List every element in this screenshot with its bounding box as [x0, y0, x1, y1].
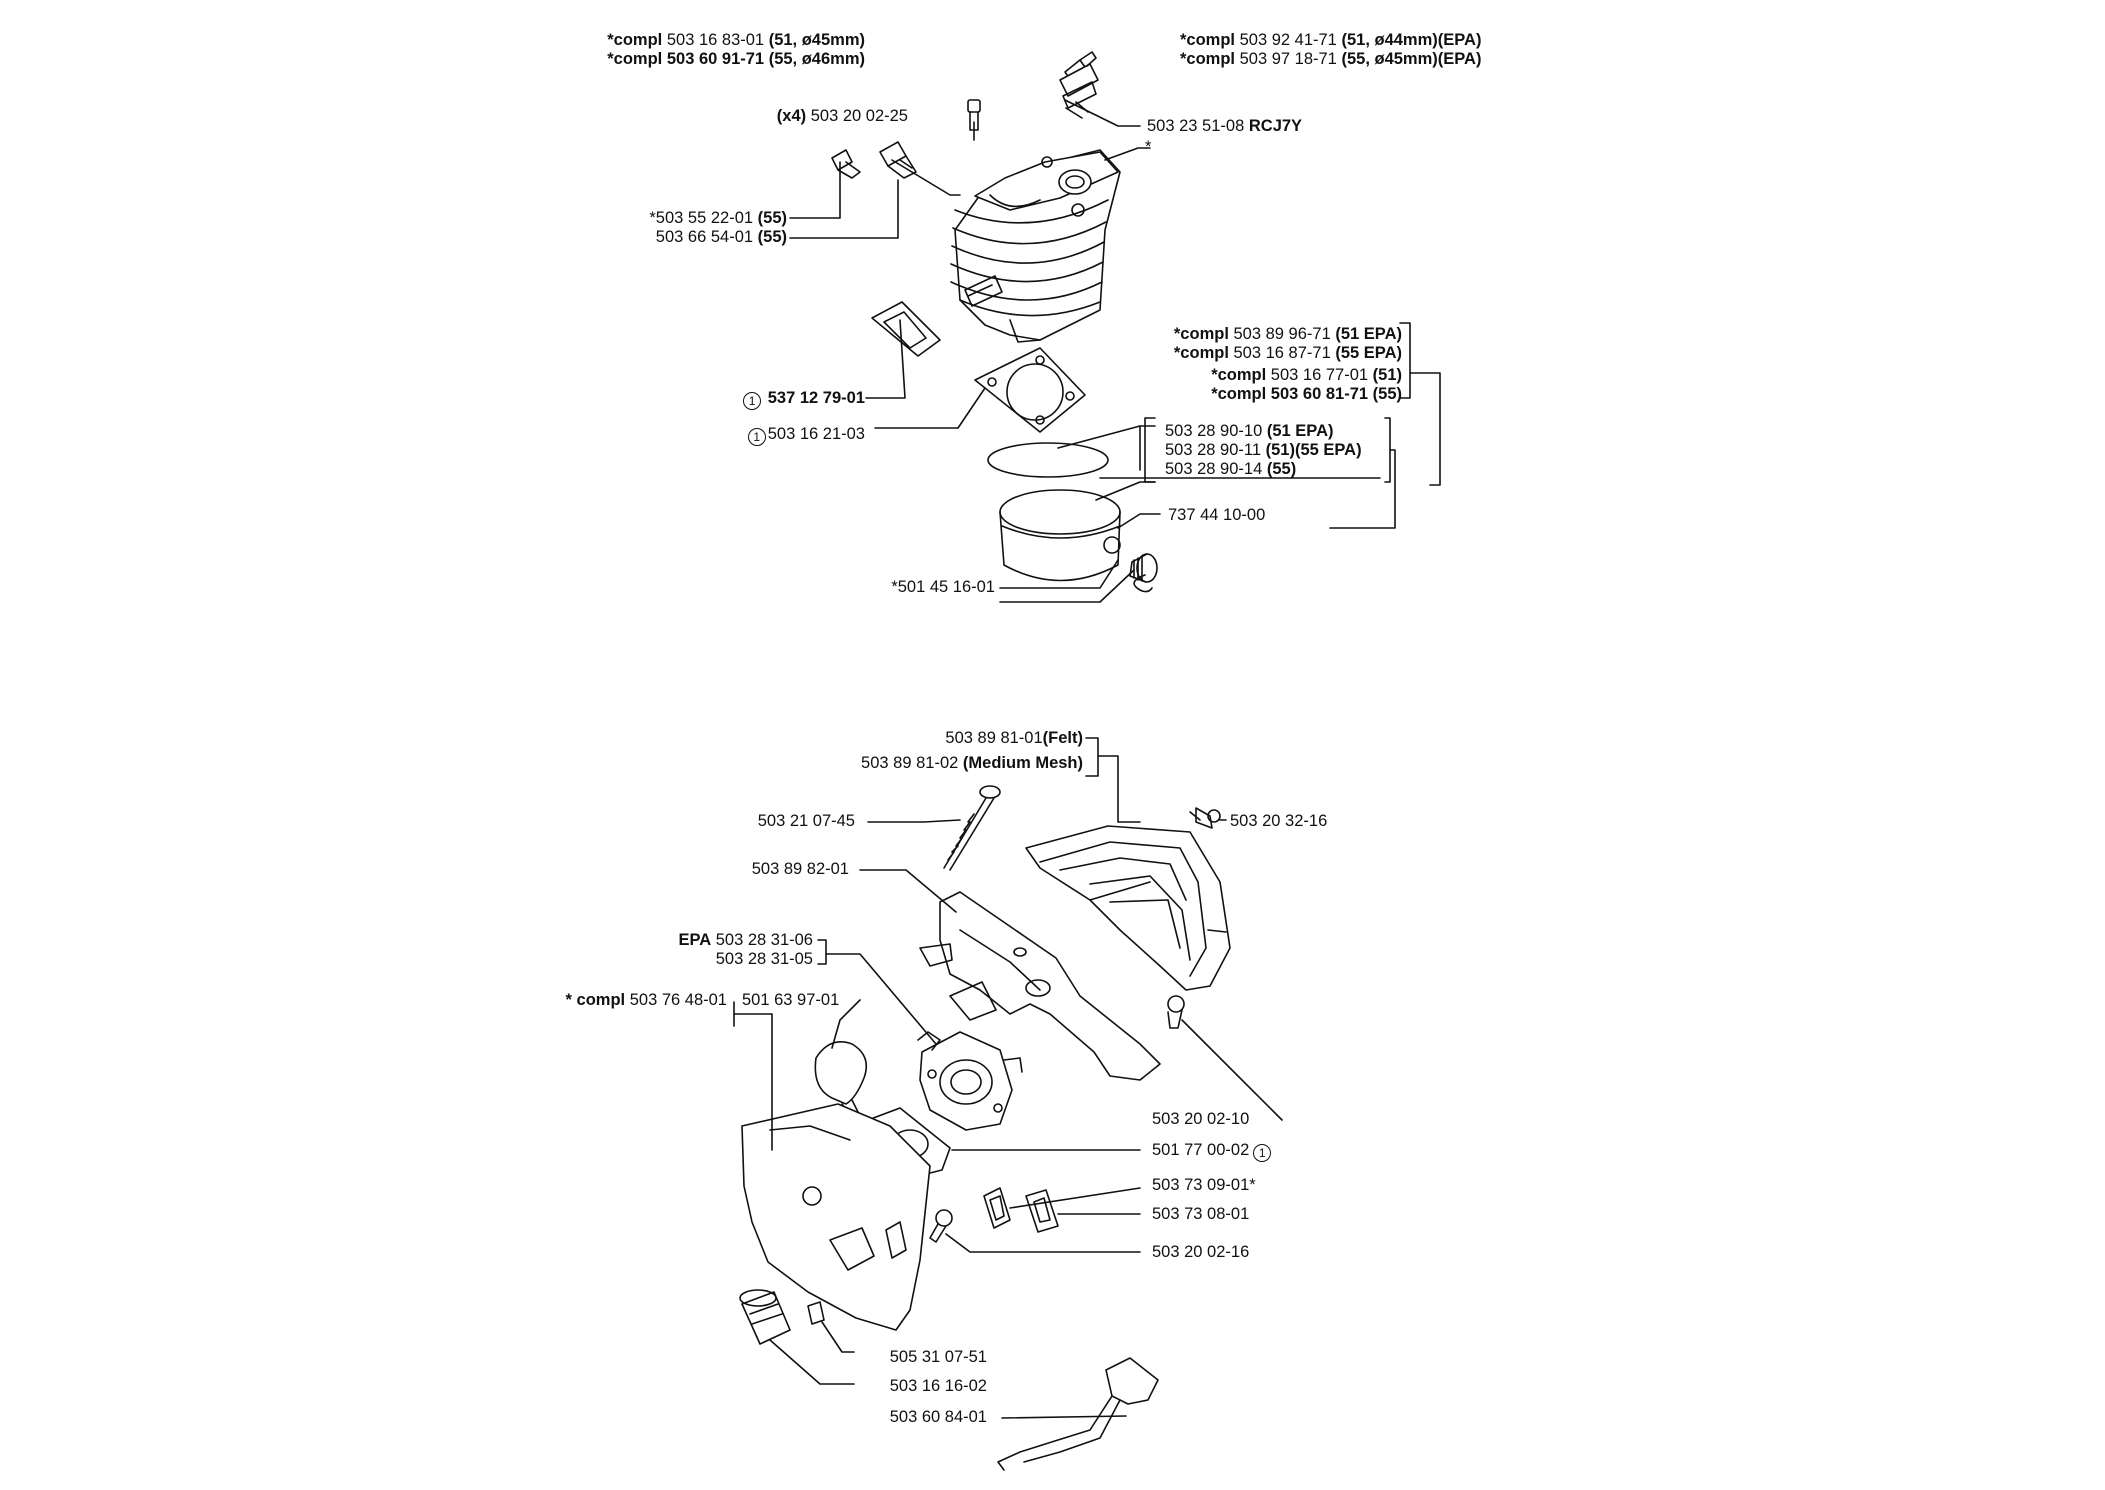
needle-bearing-drawing — [1129, 553, 1158, 583]
label-right-screw: 503 20 02-10 — [1152, 1110, 1250, 1128]
label-filter-bolt: 503 21 07-45 — [757, 812, 855, 830]
label-decompression-valve-a: *503 55 22-01 (55) — [649, 209, 787, 227]
cylinder-drawing — [950, 149, 1121, 343]
label-needle-bearing: *501 45 16-01 — [891, 578, 995, 596]
air-filter-drawing — [1025, 825, 1231, 991]
right-screw-drawing — [1167, 995, 1185, 1029]
label-carburettor-b: 503 28 31-05 — [715, 950, 813, 968]
label-cylinder-compl-b: *compl 503 60 91-71 (55, ø46mm) — [607, 50, 865, 68]
label-cylinder-screw: (x4) 503 20 02-25 — [776, 107, 908, 125]
carburettor-drawing — [917, 1031, 1023, 1131]
decompression-valve-drawing — [831, 141, 917, 179]
label-piston-ring-a: 503 28 90-10 (51 EPA) — [1165, 422, 1334, 440]
label-choke-knob: 503 16 16-02 — [889, 1377, 987, 1395]
choke-knob-drawing — [739, 1289, 791, 1345]
reference-circle-icon: 1 — [747, 428, 766, 446]
top-screw-drawing — [1189, 807, 1221, 829]
label-bottom-screw: 503 20 02-16 — [1152, 1243, 1250, 1261]
label-spacer: 505 31 07-51 — [889, 1348, 987, 1366]
label-cylinder-compl-d: *compl 503 97 18-71 (55, ø45mm)(EPA) — [1180, 50, 1482, 68]
base-gasket-drawing — [974, 347, 1086, 433]
piston-ring-drawing — [987, 442, 1109, 478]
label-cylinder-compl-c: *compl 503 92 41-71 (51, ø44mm)(EPA) — [1180, 31, 1482, 49]
label-piston-compl-c: *compl 503 16 77-01 (51) — [1211, 366, 1402, 384]
label-cylinder-compl-a: *compl 503 16 83-01 (51, ø45mm) — [607, 31, 865, 49]
circlip-drawing — [1133, 574, 1153, 593]
label-exhaust-gasket: 1 537 12 79-01 — [743, 389, 865, 410]
piston-drawing — [999, 489, 1121, 582]
label-air-filter-a: 503 89 81-01(Felt) — [945, 729, 1083, 747]
label-star: * — [1145, 138, 1152, 156]
label-primer-bulb: 501 63 97-01 — [742, 991, 840, 1009]
label-top-screw: 503 20 32-16 — [1230, 812, 1328, 830]
label-grommet-b: 503 73 08-01 — [1152, 1205, 1250, 1223]
label-grommet-a: 503 73 09-01* — [1152, 1176, 1256, 1194]
label-adapter-plate: * compl 503 76 48-01 — [565, 991, 727, 1009]
spacer-drawing — [807, 1301, 825, 1325]
spark-plug-drawing — [1059, 51, 1099, 119]
bottom-screw-drawing — [929, 1209, 953, 1243]
label-air-filter-b: 503 89 81-02 (Medium Mesh) — [861, 754, 1083, 772]
label-piston-compl-d: *compl 503 60 81-71 (55) — [1211, 385, 1402, 403]
grommet-a-drawing — [983, 1187, 1011, 1229]
label-decompression-valve-b: 503 66 54-01 (55) — [655, 228, 787, 246]
label-piston-ring-c: 503 28 90-14 (55) — [1165, 460, 1297, 478]
label-choke-rod: 503 60 84-01 — [889, 1408, 987, 1426]
reference-circle-icon: 1 — [743, 392, 762, 410]
filter-bolt-drawing — [943, 785, 1001, 871]
label-piston-compl-a: *compl 503 89 96-71 (51 EPA) — [1173, 325, 1402, 343]
adapter-plate-drawing — [741, 1103, 931, 1331]
label-spark-plug: 503 23 51-08 RCJ7Y — [1147, 117, 1303, 135]
reference-circle-icon: 1 — [1253, 1144, 1272, 1162]
exhaust-gasket-drawing — [871, 301, 941, 357]
filter-holder-drawing — [919, 891, 1161, 1081]
label-piston-compl-b: *compl 503 16 87-71 (55 EPA) — [1173, 344, 1402, 362]
choke-rod-drawing — [997, 1357, 1159, 1471]
label-filter-holder: 503 89 82-01 — [751, 860, 849, 878]
label-carburettor-a: EPA 503 28 31-06 — [678, 931, 813, 949]
grommet-b-drawing — [1025, 1189, 1059, 1233]
label-circlip: 737 44 10-00 — [1168, 506, 1266, 524]
label-piston-ring-b: 503 28 90-11 (51)(55 EPA) — [1165, 441, 1362, 459]
